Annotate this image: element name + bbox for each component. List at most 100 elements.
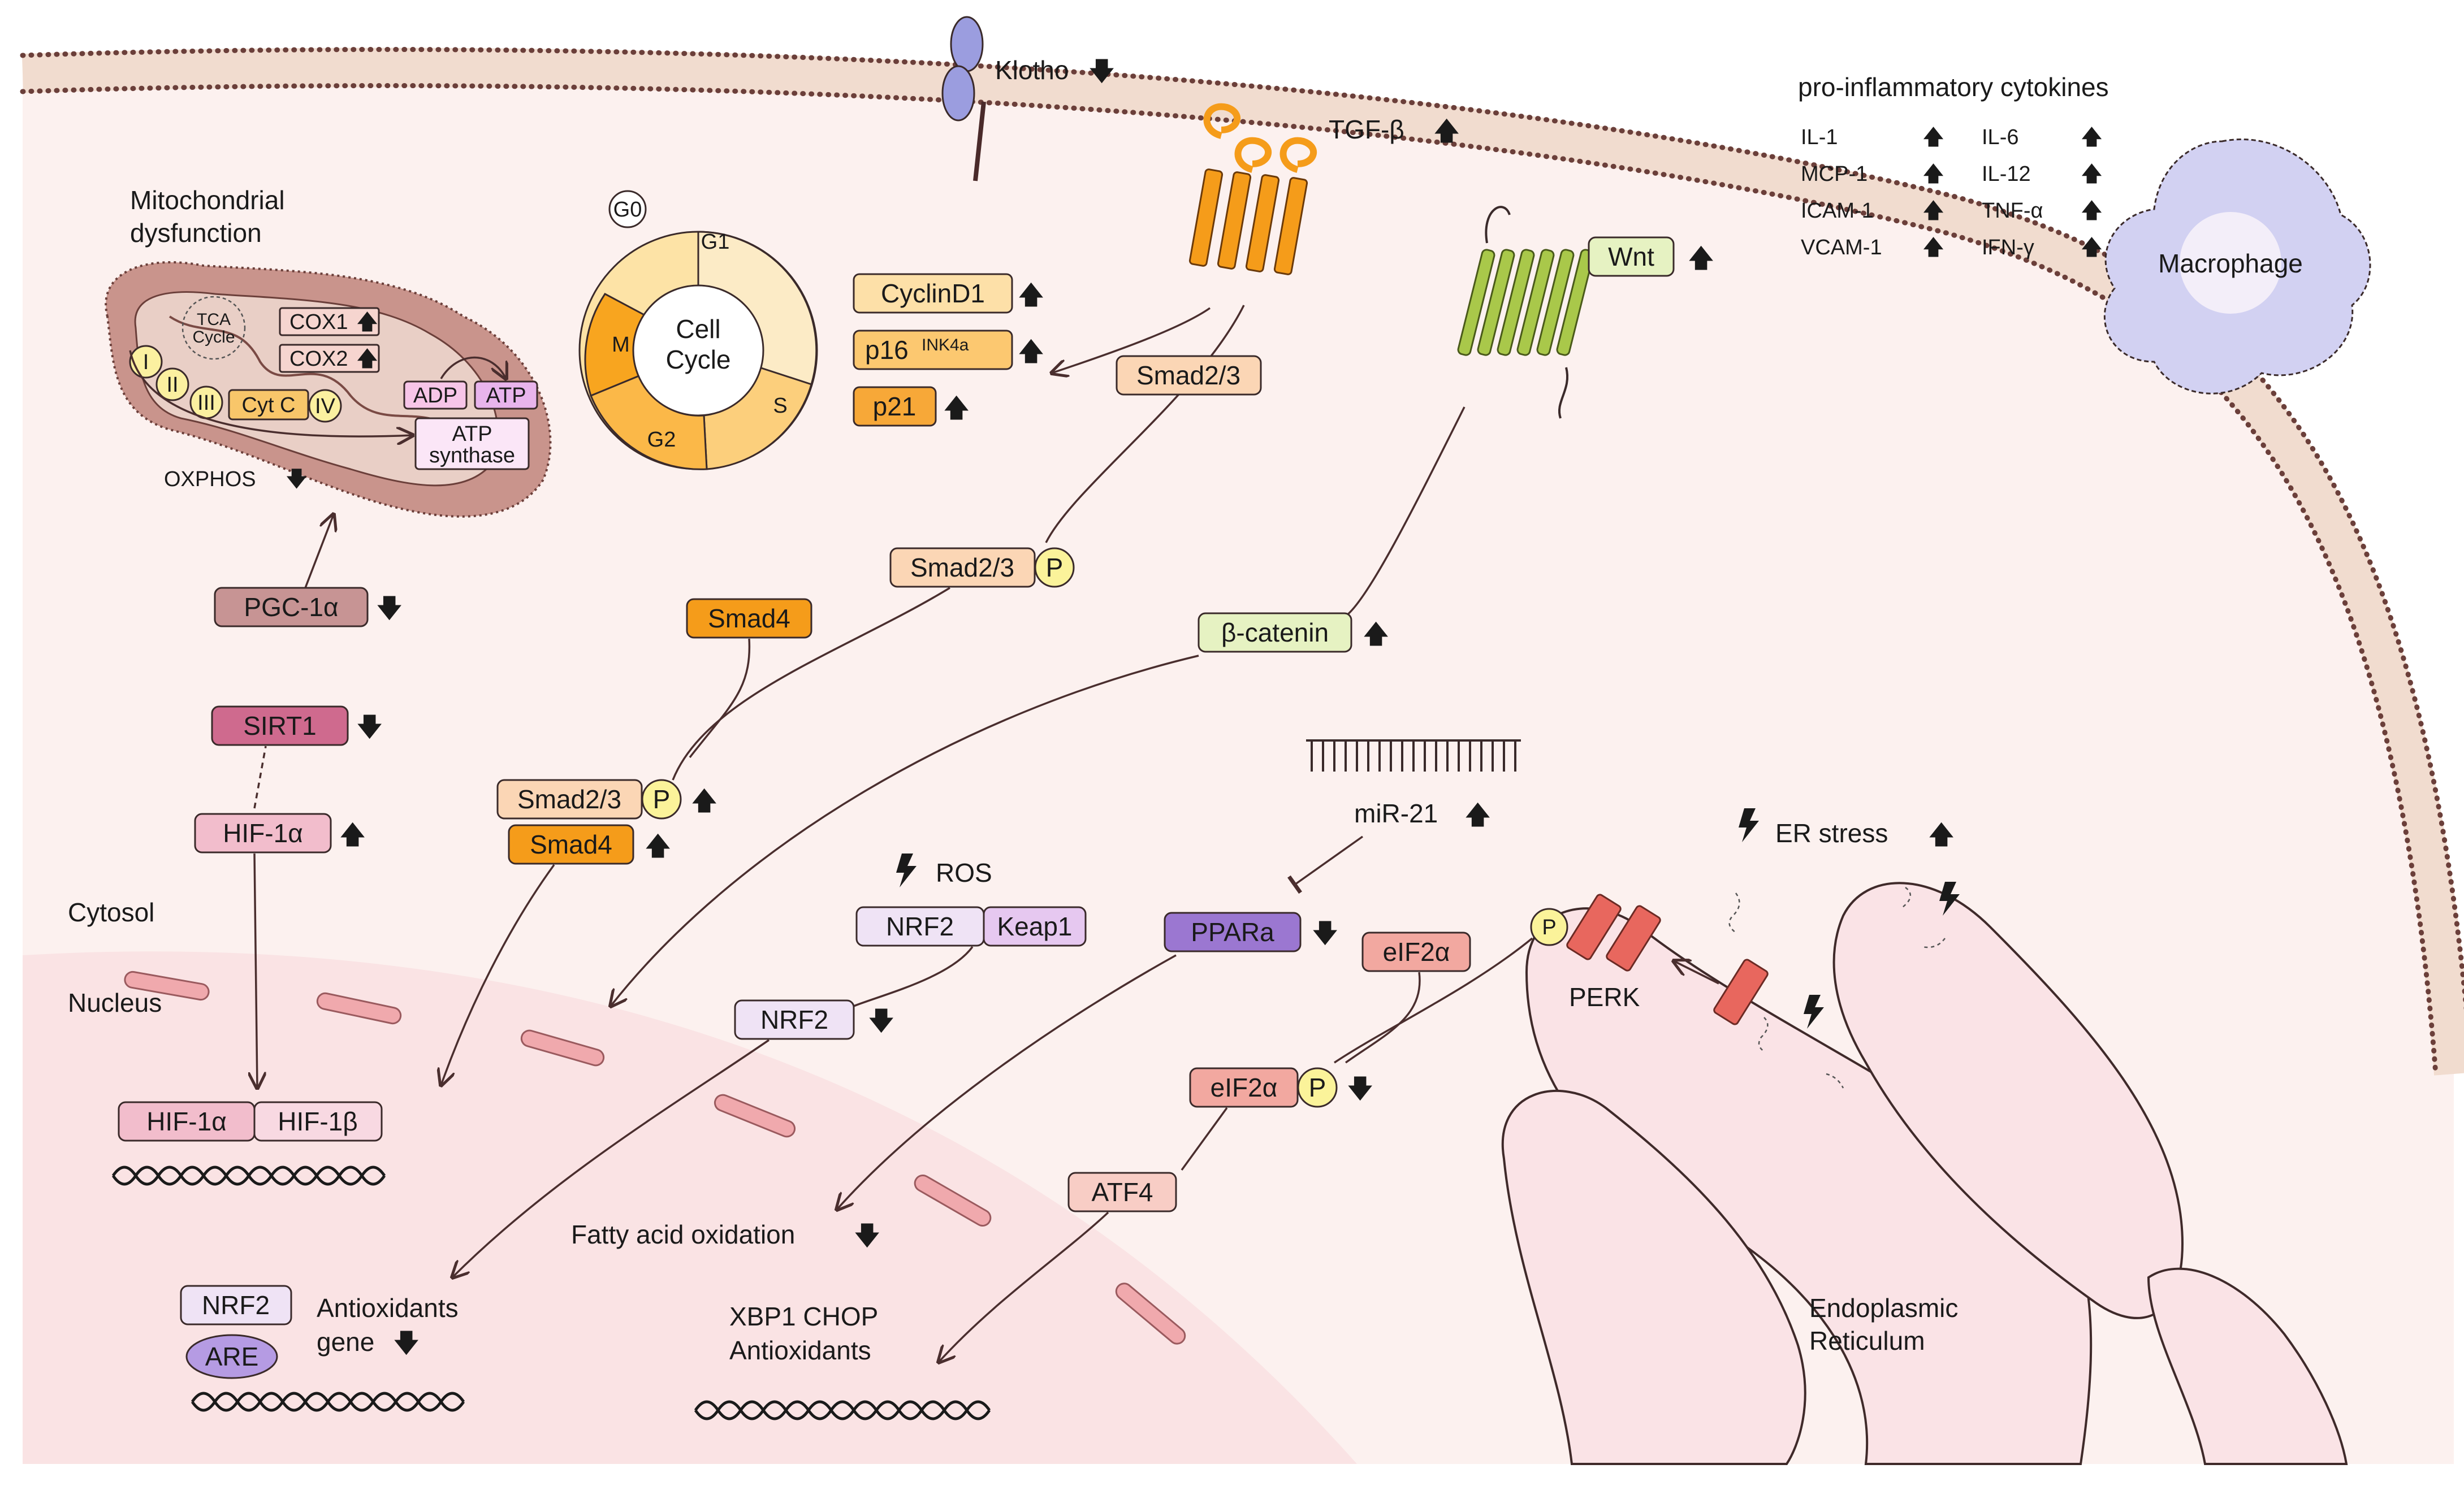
mir21-structure <box>1306 739 1521 772</box>
smad23p-up-arrow: 🡅 <box>691 786 717 815</box>
tca-label-1: TCA <box>197 310 231 329</box>
phase-m: M <box>612 333 630 357</box>
cytokines-title: pro-inflammatory cytokines <box>1798 72 2109 102</box>
nrf2-nuc-box <box>180 1285 292 1325</box>
smad-to-p16-arrow <box>1052 307 1211 373</box>
ppara-down-arrow: 🡇 <box>1312 919 1338 948</box>
tgfb-label: TGF-β <box>1329 115 1404 144</box>
antioxidants-down-arrow: 🡇 <box>393 1328 420 1358</box>
ros-lightning-icon <box>896 854 917 887</box>
atp-label: ATP <box>486 384 526 408</box>
cytokine-list-left: IL-1 MCP-1 ICAM-1 VCAM-1 <box>1801 125 1882 259</box>
nrf2-down-arrow: 🡇 <box>868 1006 894 1036</box>
smad23p-label: Smad2/3 <box>910 553 1014 582</box>
cox1-up-arrow: 🡅 <box>356 310 378 334</box>
antioxidants-gene-2: gene <box>317 1327 374 1357</box>
er-stress-lightning-icon <box>1739 808 1759 842</box>
er-lightning-icon-2 <box>1804 995 1824 1029</box>
complex-iv: IV <box>315 395 336 418</box>
perk-arrow <box>1674 961 1719 985</box>
keap1-box <box>983 906 1087 947</box>
cytokine-ifng: IFN-γ <box>1982 236 2034 259</box>
wnt-receptor <box>1457 206 1594 419</box>
hif1b-box <box>253 1101 383 1142</box>
cell-membrane <box>21 47 2464 1076</box>
tca-label-2: Cycle <box>192 328 235 346</box>
cytokine-il1: IL-1 <box>1801 125 1838 149</box>
eif2a-box <box>1361 932 1471 972</box>
fatty-acid-down-arrow: 🡇 <box>854 1221 880 1250</box>
complex-i: I <box>143 350 149 374</box>
antioxidants-gene-1: Antioxidants <box>317 1293 459 1323</box>
are-box <box>185 1334 278 1379</box>
perk-to-eif2a-line <box>1334 937 1533 1064</box>
eif2a-to-atf4-line <box>1181 1107 1228 1171</box>
er-stress-up-arrow: 🡅 <box>1928 820 1955 849</box>
cox1-box <box>279 307 380 336</box>
svg-text:🡅: 🡅 <box>1922 125 1944 149</box>
p21-label: p21 <box>873 392 917 421</box>
atp-synthase-2: synthase <box>429 444 515 467</box>
mito-title-line2: dysfunction <box>130 218 262 248</box>
wnt-up-arrow: 🡅 <box>1688 243 1714 272</box>
nrf2-to-nucleus-arrow <box>452 1039 770 1277</box>
smad4-box <box>686 598 812 639</box>
er-label-line1: Endoplasmic <box>1809 1293 1958 1323</box>
smad4-complex-label: Smad4 <box>530 830 612 859</box>
cytokine-icam1: ICAM-1 <box>1801 199 1874 223</box>
ppara-box <box>1164 912 1302 952</box>
complex-iii: III <box>197 391 215 415</box>
pgc1a-to-mito-arrow <box>304 514 334 588</box>
mir21-inhibits-ppara <box>1287 835 1364 894</box>
wnt-to-bcatenin-line <box>1345 406 1466 617</box>
tca-cycle-ring <box>181 296 246 360</box>
phase-g0: G0 <box>613 198 642 222</box>
cell-cycle-center-2: Cycle <box>665 345 730 374</box>
dna-helix-xbp1 <box>694 1400 991 1420</box>
p21-box <box>853 386 937 427</box>
dna-helix-hif <box>111 1166 386 1186</box>
keap-to-nrf2-line <box>853 946 974 1007</box>
er-stress-label: ER stress <box>1775 818 1888 848</box>
cell-cycle-center-1: Cell <box>676 314 720 344</box>
eif2a-p-down-arrow: 🡇 <box>1347 1074 1373 1103</box>
eif2a-phospho <box>1297 1067 1338 1108</box>
hif1a-nuc-label: HIF-1α <box>146 1107 227 1136</box>
hif1a-up-arrow: 🡅 <box>339 820 366 849</box>
tgfb-receptor <box>1188 103 1317 275</box>
smad-to-complex-line <box>672 587 950 781</box>
perk-phospho <box>1530 908 1568 946</box>
xbp1-label-1: XBP1 CHOP <box>729 1302 878 1331</box>
phase-g1: G1 <box>701 230 730 254</box>
svg-text:🡅: 🡅 <box>2081 125 2103 149</box>
adp-box <box>403 380 468 410</box>
cytc-label: Cyt C <box>242 393 296 417</box>
ppara-to-fao-arrow <box>837 954 1177 1210</box>
are-label: ARE <box>205 1342 259 1371</box>
cyclind1-box <box>853 273 1013 314</box>
perk-receptor <box>1566 894 1769 1025</box>
p16-sup-label: INK4a <box>922 336 969 354</box>
endoplasmic-reticulum <box>1501 882 2348 1465</box>
svg-text:🡅: 🡅 <box>2081 199 2103 223</box>
sirt1-label: SIRT1 <box>243 711 317 740</box>
tgfb-to-smad-line <box>1045 305 1245 543</box>
cyclind1-up-arrow: 🡅 <box>1018 280 1044 309</box>
smad4-to-complex-line <box>689 638 751 759</box>
eif2a-p-label: eIF2α <box>1211 1073 1278 1102</box>
nucleus-label: Nucleus <box>68 988 162 1017</box>
cox1-label: COX1 <box>289 310 348 334</box>
bcatenin-to-nucleus-arrow <box>611 655 1199 1006</box>
macrophage-label: Macrophage <box>2158 249 2303 278</box>
cytc-box <box>228 389 309 421</box>
xbp1-label-2: Antioxidants <box>729 1336 871 1365</box>
wnt-box <box>1588 236 1675 277</box>
cyclind1-label: CyclinD1 <box>881 279 985 308</box>
smad23-top-label: Smad2/3 <box>1136 361 1240 390</box>
bcatenin-label: β-catenin <box>1221 618 1329 647</box>
p21-up-arrow: 🡅 <box>943 393 970 422</box>
oxphos-down-arrow: 🡇 <box>286 467 308 491</box>
cell-cycle-wheel <box>578 190 818 470</box>
